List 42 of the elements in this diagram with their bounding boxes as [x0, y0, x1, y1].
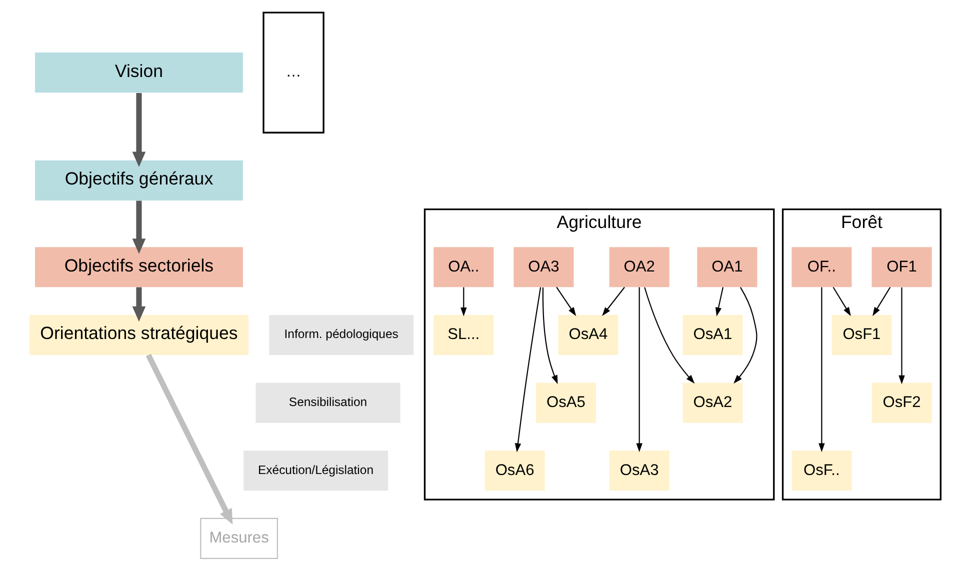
node-box: OsA4	[558, 314, 618, 355]
node-box: Orientations stratégiques	[28, 314, 248, 355]
arrow	[460, 287, 466, 316]
node-box: Vision	[34, 52, 242, 93]
node-box: OsA3	[608, 450, 669, 491]
arrow	[644, 287, 694, 384]
node-box: OsF2	[871, 382, 932, 423]
arrow	[898, 287, 904, 384]
arrow	[714, 287, 724, 316]
node-box: OsF1	[831, 314, 892, 355]
node-box: OA2	[608, 247, 669, 288]
arrow	[145, 354, 232, 525]
node-box: OA1	[696, 247, 757, 288]
arrow	[542, 287, 558, 384]
arrow	[132, 200, 146, 254]
node-box: OA..	[433, 247, 494, 288]
arrow	[556, 286, 576, 316]
node-box: OsA6	[484, 450, 544, 491]
node-box: Objectifs sectoriels	[34, 247, 242, 288]
node-box: SL...	[433, 314, 494, 355]
arrow	[818, 287, 824, 452]
node-box: OF..	[791, 247, 852, 288]
arrow	[514, 287, 541, 452]
arrow	[132, 287, 146, 322]
node-box: Mesures	[200, 518, 278, 560]
node-box: OsF..	[791, 450, 852, 491]
arrow	[733, 287, 757, 384]
arrow	[602, 286, 624, 316]
node-box: OsA2	[682, 382, 742, 423]
node-box: OA3	[513, 247, 574, 288]
node-box: Sensibilisation	[255, 382, 400, 423]
node-box: Inform. pédologiques	[268, 314, 414, 355]
arrow	[832, 286, 850, 316]
arrow	[872, 286, 890, 316]
node-box: OF1	[871, 247, 932, 288]
node-box: Exécution/Législation	[243, 450, 388, 491]
node-box: OsA5	[535, 382, 596, 423]
arrow	[636, 287, 642, 452]
node-box: OsA1	[682, 314, 742, 355]
arrow	[132, 93, 146, 167]
node-box: Objectifs généraux	[34, 160, 242, 200]
node-box: …	[262, 12, 324, 134]
